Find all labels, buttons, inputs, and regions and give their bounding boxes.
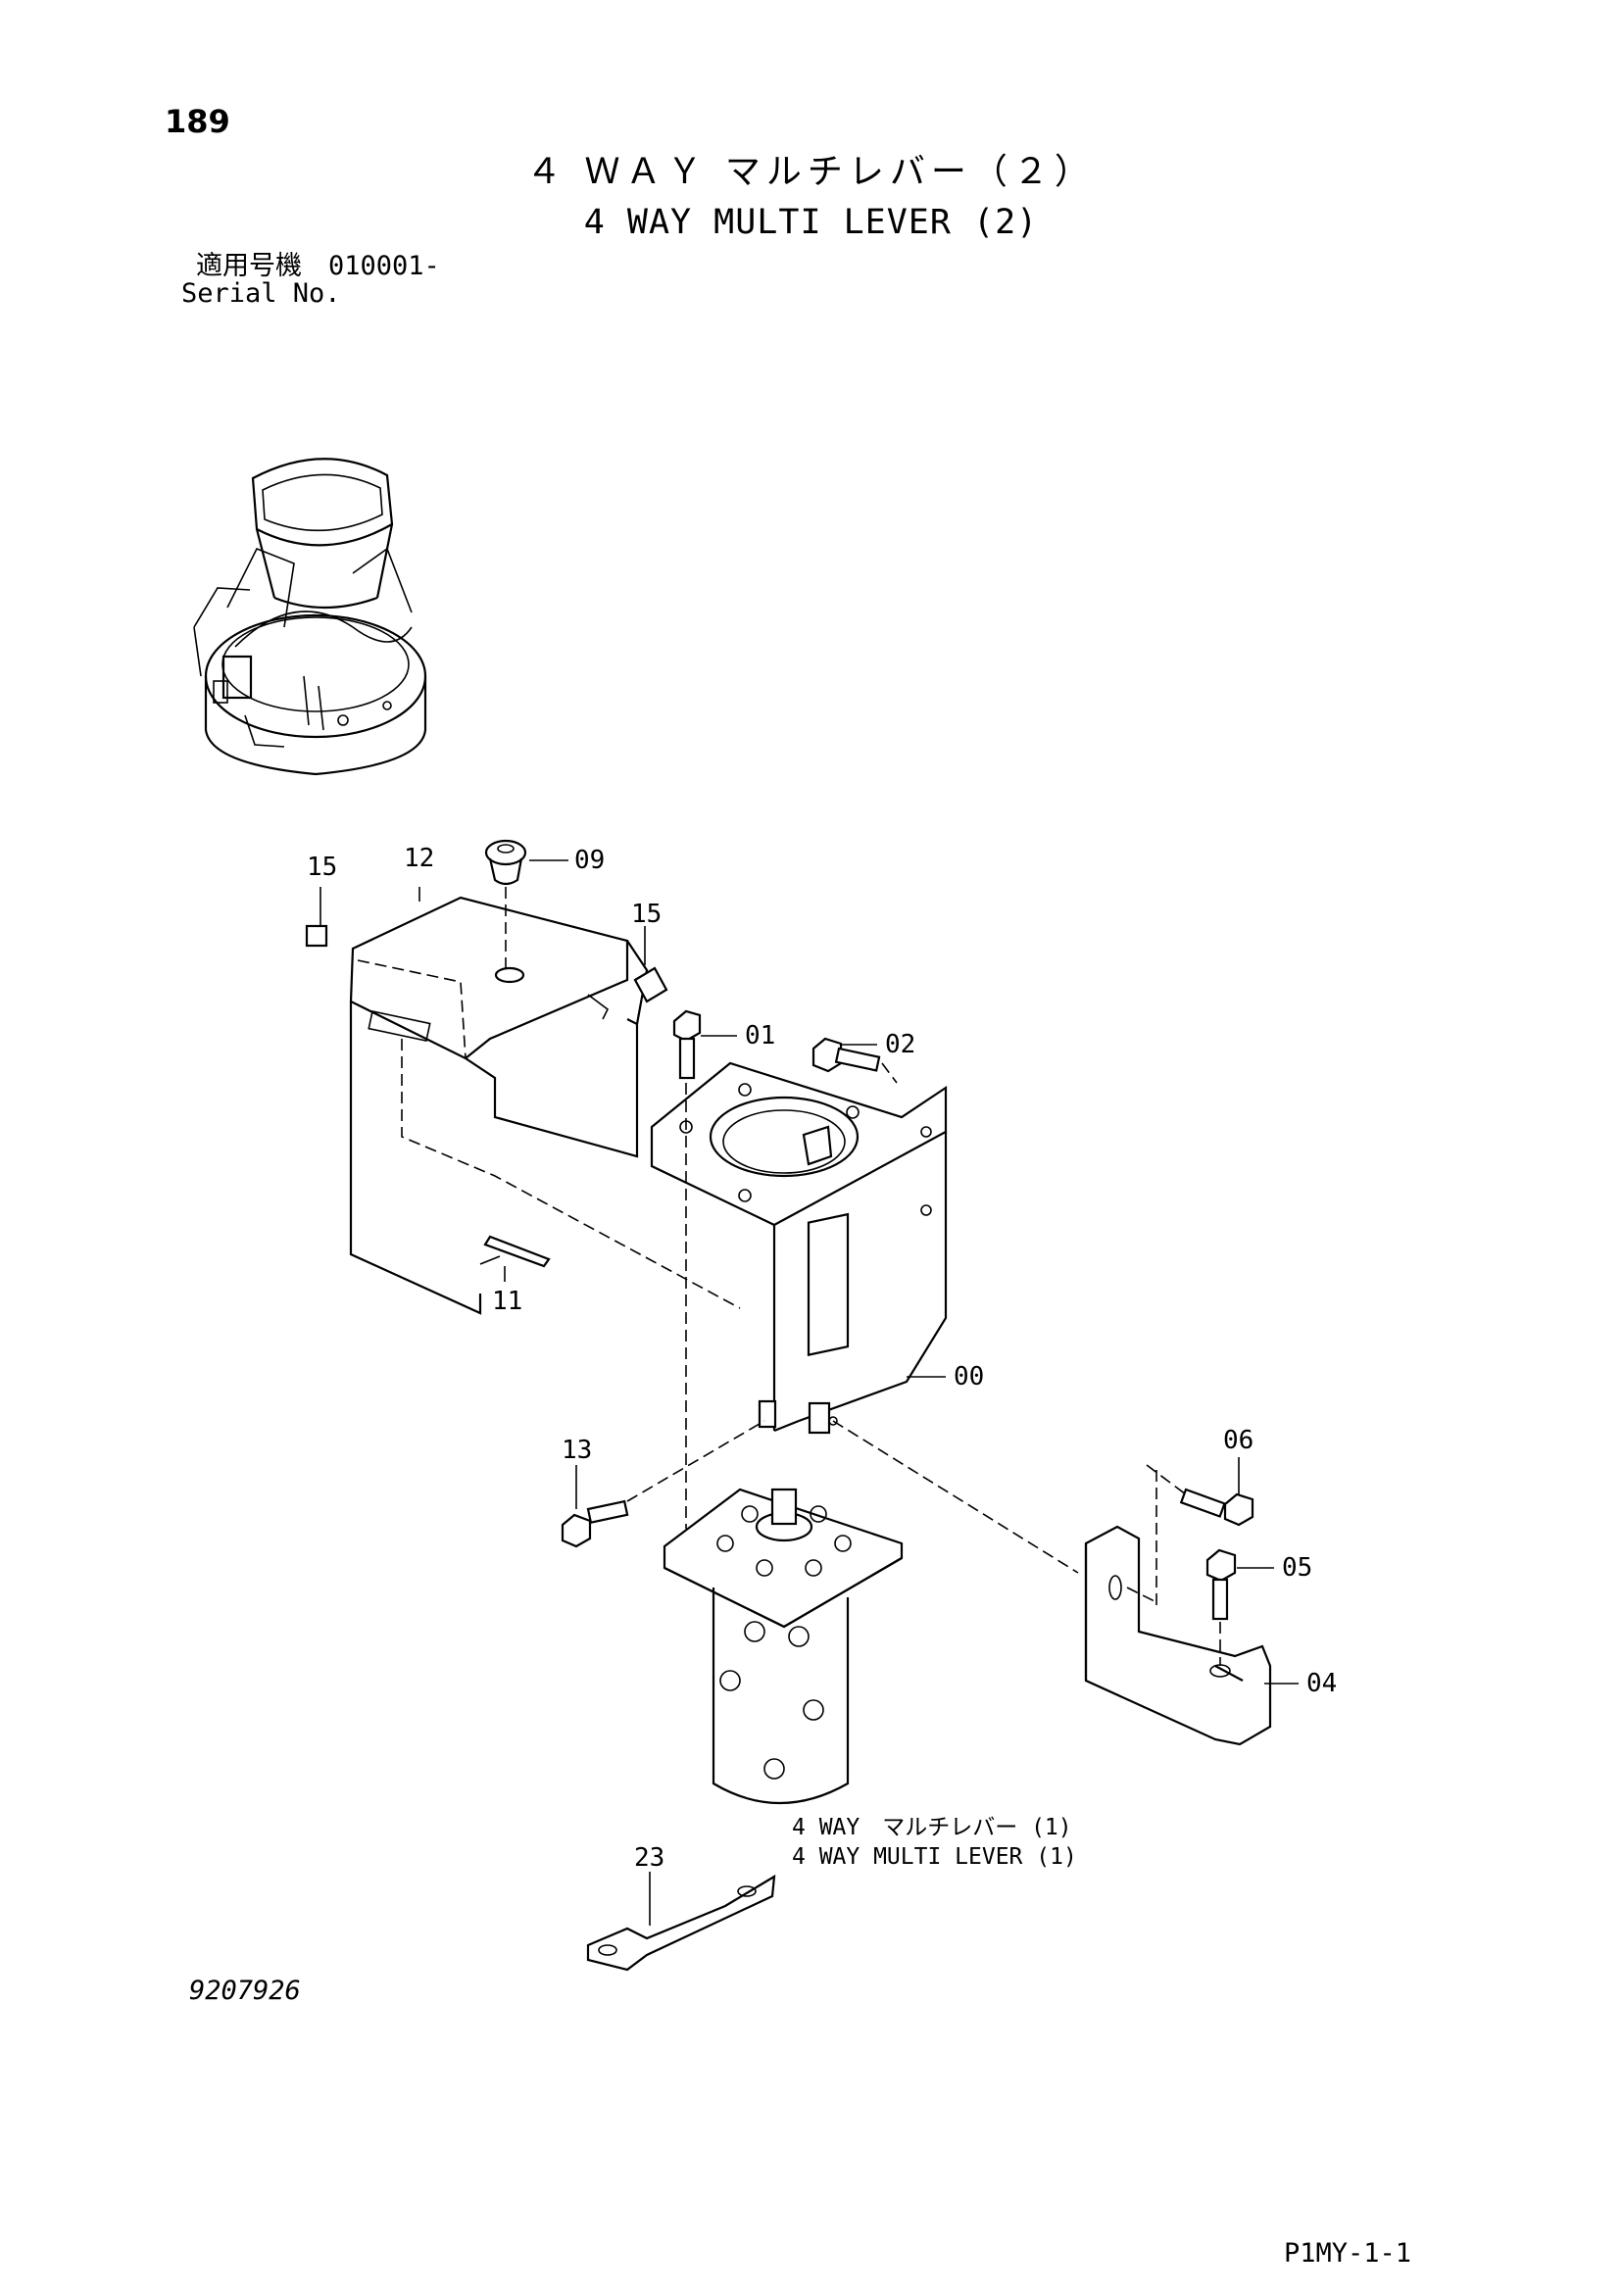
part-13-bolt	[561, 1420, 765, 1548]
serial-label-japanese: 適用号機 010001-	[196, 251, 440, 281]
part-02-bolt	[811, 1037, 898, 1084]
callout-09: 09	[574, 846, 605, 875]
part-06-bolt	[1179, 1488, 1254, 1527]
part-11-strip	[483, 1235, 551, 1268]
callout-04: 04	[1306, 1669, 1337, 1698]
serial-label-english: Serial No.	[181, 278, 341, 309]
part-15-pad-right	[633, 966, 668, 1003]
valve-body-illustration	[663, 1488, 904, 1804]
title-japanese: ４ ＷＡＹ マルチレバー（２）	[526, 152, 1096, 192]
part-04-stay	[832, 1420, 1272, 1746]
callout-15-left: 15	[307, 853, 337, 882]
reference-note-english: 4 WAY MULTI LEVER (1)	[792, 1844, 1077, 1870]
callout-15-right: 15	[631, 900, 662, 929]
title-english: 4 WAY MULTI LEVER (2)	[583, 203, 1039, 242]
part-05-bolt	[1205, 1548, 1237, 1666]
callout-13: 13	[562, 1436, 592, 1465]
figure-id: 9207926	[189, 1976, 301, 2006]
page-number: 189	[165, 103, 230, 140]
callout-23: 23	[634, 1843, 664, 1873]
part-12-cover-illustration	[349, 896, 741, 1315]
overview-assembly-illustration	[193, 458, 427, 776]
page-code: P1MY-1-1	[1284, 2238, 1412, 2269]
part-01-bolt	[672, 1009, 702, 1529]
callout-00: 00	[954, 1362, 984, 1392]
callout-02: 02	[885, 1030, 915, 1059]
callout-05: 05	[1282, 1553, 1312, 1583]
part-15-pad-left	[305, 924, 328, 948]
part-00-bracket	[650, 1061, 948, 1435]
part-09-grommet	[484, 839, 527, 970]
leader-lines	[319, 859, 1299, 1926]
callout-11: 11	[492, 1287, 522, 1316]
callout-06: 06	[1223, 1426, 1253, 1455]
callout-01: 01	[745, 1021, 775, 1050]
callout-12: 12	[404, 844, 434, 873]
reference-note-japanese: 4 WAY マルチレバー (1)	[792, 1815, 1072, 1840]
part-23-plate	[586, 1874, 776, 1972]
